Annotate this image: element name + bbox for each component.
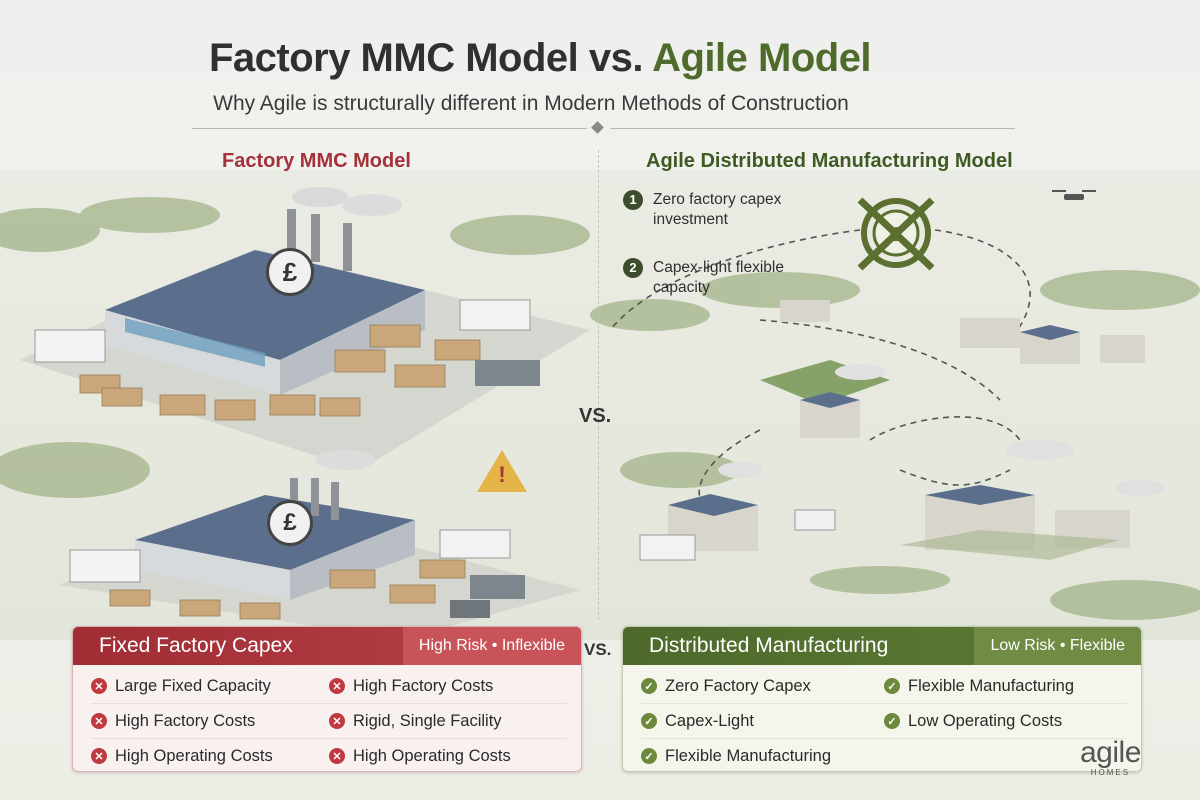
smoke-plumes xyxy=(718,364,1165,496)
list-column: ✕Large Fixed Capacity ✕High Factory Cost… xyxy=(91,669,329,771)
left-column-title: Factory MMC Model xyxy=(222,150,411,172)
check-circle-icon: ✓ xyxy=(884,713,900,729)
risk-tag: High Risk • Inflexible xyxy=(402,627,581,665)
header-divider-left xyxy=(192,128,587,129)
check-circle-icon: ✓ xyxy=(641,748,657,764)
page-subtitle: Why Agile is structurally different in M… xyxy=(213,92,849,115)
x-circle-icon: ✕ xyxy=(91,713,107,729)
panel-title: Distributed Manufacturing xyxy=(649,634,889,657)
agile-homes-logo: agile HOMES xyxy=(1080,736,1141,778)
panel-list: ✓Zero Factory Capex ✓Capex-Light ✓Flexib… xyxy=(623,665,1141,771)
list-column: ✕High Factory Costs ✕Rigid, Single Facil… xyxy=(329,669,567,771)
list-item: ✓Flexible Manufacturing xyxy=(641,739,884,771)
x-circle-icon: ✕ xyxy=(91,748,107,764)
check-circle-icon: ✓ xyxy=(884,678,900,694)
pound-coin-icon: £ xyxy=(267,500,313,546)
list-item: ✕Large Fixed Capacity xyxy=(91,669,329,704)
list-item: ✕High Operating Costs xyxy=(91,739,329,771)
list-column: ✓Zero Factory Capex ✓Capex-Light ✓Flexib… xyxy=(641,669,884,771)
x-circle-icon: ✕ xyxy=(329,713,345,729)
list-item: ✓Low Operating Costs xyxy=(884,704,1127,739)
panel-header: Distributed Manufacturing Low Risk • Fle… xyxy=(623,627,1141,665)
mini-factories xyxy=(639,300,1145,561)
header-divider-right xyxy=(610,128,1015,129)
warning-icon-mark: ! xyxy=(498,462,506,487)
risk-tag: Low Risk • Flexible xyxy=(974,627,1141,665)
drone-icon xyxy=(1052,190,1096,200)
vs-label: VS. xyxy=(579,405,612,427)
panel-list: ✕Large Fixed Capacity ✕High Factory Cost… xyxy=(73,665,581,771)
pound-coin-icon: £ xyxy=(266,248,314,296)
fixed-factory-capex-panel: Fixed Factory Capex High Risk • Inflexib… xyxy=(72,626,582,772)
tree-line xyxy=(0,197,1200,620)
list-item: ✓Flexible Manufacturing xyxy=(884,669,1127,704)
x-circle-icon: ✕ xyxy=(329,678,345,694)
logo-sub: HOMES xyxy=(1090,768,1131,777)
crossed-pound-symbol: £ xyxy=(890,224,902,246)
panel-header: Fixed Factory Capex High Risk • Inflexib… xyxy=(73,627,581,665)
step-number: 2 xyxy=(623,258,643,278)
list-item: ✓Capex-Light xyxy=(641,704,884,739)
crates xyxy=(79,324,481,620)
distributed-manufacturing-panel: Distributed Manufacturing Low Risk • Fle… xyxy=(622,626,1142,772)
step-text: Zero factory capex investment xyxy=(653,191,782,228)
list-column: ✓Flexible Manufacturing ✓Low Operating C… xyxy=(884,669,1127,771)
logo-word: agile xyxy=(1080,736,1141,769)
page-title: Factory MMC Model vs. Agile Model xyxy=(208,36,872,80)
check-circle-icon: ✓ xyxy=(641,713,657,729)
x-circle-icon: ✕ xyxy=(329,748,345,764)
x-circle-icon: ✕ xyxy=(91,678,107,694)
list-item: ✕High Operating Costs xyxy=(329,739,567,771)
list-item: ✓Zero Factory Capex xyxy=(641,669,884,704)
list-item: ✕High Factory Costs xyxy=(91,704,329,739)
trucks xyxy=(34,299,540,618)
step-number: 1 xyxy=(623,190,643,210)
vs-label-small: VS. xyxy=(584,640,612,659)
center-divider xyxy=(598,150,600,620)
step-text: Capex-light flexible capacity xyxy=(653,259,784,296)
panel-title: Fixed Factory Capex xyxy=(99,634,293,657)
step-1: 1 Zero factory capex investment xyxy=(623,190,813,230)
check-circle-icon: ✓ xyxy=(641,678,657,694)
warning-icon xyxy=(477,450,527,492)
right-column-title: Agile Distributed Manufacturing Model xyxy=(646,150,1013,172)
title-accent: Agile Model xyxy=(652,36,872,80)
factory-building-top xyxy=(105,187,425,395)
list-item: ✕High Factory Costs xyxy=(329,669,567,704)
step-2: 2 Capex-light flexible capacity xyxy=(623,258,793,298)
list-item: ✕Rigid, Single Facility xyxy=(329,704,567,739)
crossed-pound-icon xyxy=(857,197,935,271)
